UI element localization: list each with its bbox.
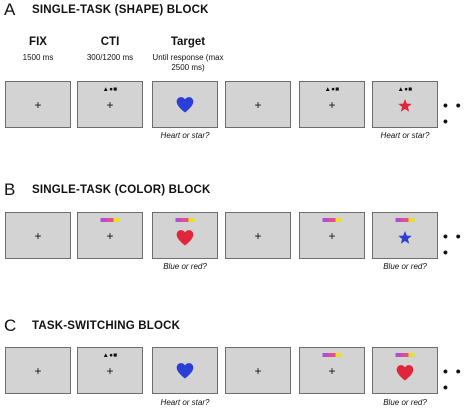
fixation-cross: + [34,98,42,112]
screen-target-c-2 [372,347,438,394]
shape-cue-icon: ▲●■ [102,352,118,359]
color-cue-icon [322,353,342,357]
panel-c-letter: C [4,316,17,335]
fixation-cross: + [328,364,336,378]
color-cue-icon [395,353,415,357]
heart-icon [396,365,414,381]
continuation-dots: • • • [443,228,463,260]
screen-target-b [152,212,218,259]
color-cue-icon [175,218,195,222]
screen-fix-2: + [225,81,291,128]
screen-cue-shape-2: ▲●■ + [299,81,365,128]
panel-b-title: SINGLE-TASK (COLOR) BLOCK [32,184,211,196]
screen-fix: + [5,81,71,128]
continuation-dots: • • • [443,363,463,395]
fixation-cross: + [254,364,262,378]
screen-target-2: ▲●■ [372,81,438,128]
col-head-cti: CTI [100,36,120,48]
panel-a-title: SINGLE-TASK (SHAPE) BLOCK [32,4,209,16]
question-b-2: Blue or red? [383,262,427,271]
question-c-1: Heart or star? [160,398,210,407]
col-head-target: Target [170,36,206,48]
color-cue-icon [395,218,415,222]
fixation-cross: + [106,229,114,243]
heart-icon [176,97,194,113]
panel-c-title: TASK-SWITCHING BLOCK [32,320,181,332]
continuation-dots: • • • [443,97,463,129]
col-sub-cti: 300/1200 ms [86,53,134,62]
fixation-cross: + [34,364,42,378]
question-c-2: Blue or red? [383,398,427,407]
heart-icon [176,230,194,246]
panel-b-letter: B [4,180,16,199]
color-cue-icon [100,218,120,222]
fixation-cross: + [34,229,42,243]
fixation-cross: + [328,98,336,112]
screen-target-b-2 [372,212,438,259]
screen-fix-b-2: + [225,212,291,259]
star-icon [398,230,412,244]
screen-fix-c: + [5,347,71,394]
heart-icon [176,363,194,379]
question-a-2: Heart or star? [380,131,430,140]
col-sub-target: Until response (max 2500 ms) [152,53,224,72]
screen-cue-color-c: + [299,347,365,394]
col-head-fix: FIX [29,36,47,48]
screen-cue-color: + [77,212,143,259]
fixation-cross: + [254,229,262,243]
screen-cue-color-2: + [299,212,365,259]
question-a-1: Heart or star? [160,131,210,140]
panel-a-letter: A [4,0,16,19]
shape-cue-icon: ▲●■ [397,86,413,93]
col-sub-fix: 1500 ms [22,53,54,62]
screen-cue-shape: ▲●■ + [77,81,143,128]
star-icon [398,98,412,112]
screen-fix-c-2: + [225,347,291,394]
shape-cue-icon: ▲●■ [102,86,118,93]
fixation-cross: + [328,229,336,243]
color-cue-icon [322,218,342,222]
fixation-cross: + [254,98,262,112]
screen-fix-b: + [5,212,71,259]
fixation-cross: + [106,364,114,378]
screen-target-c [152,347,218,394]
question-b-1: Blue or red? [163,262,207,271]
screen-cue-shape-c: ▲●■ + [77,347,143,394]
shape-cue-icon: ▲●■ [324,86,340,93]
screen-target [152,81,218,128]
fixation-cross: + [106,98,114,112]
